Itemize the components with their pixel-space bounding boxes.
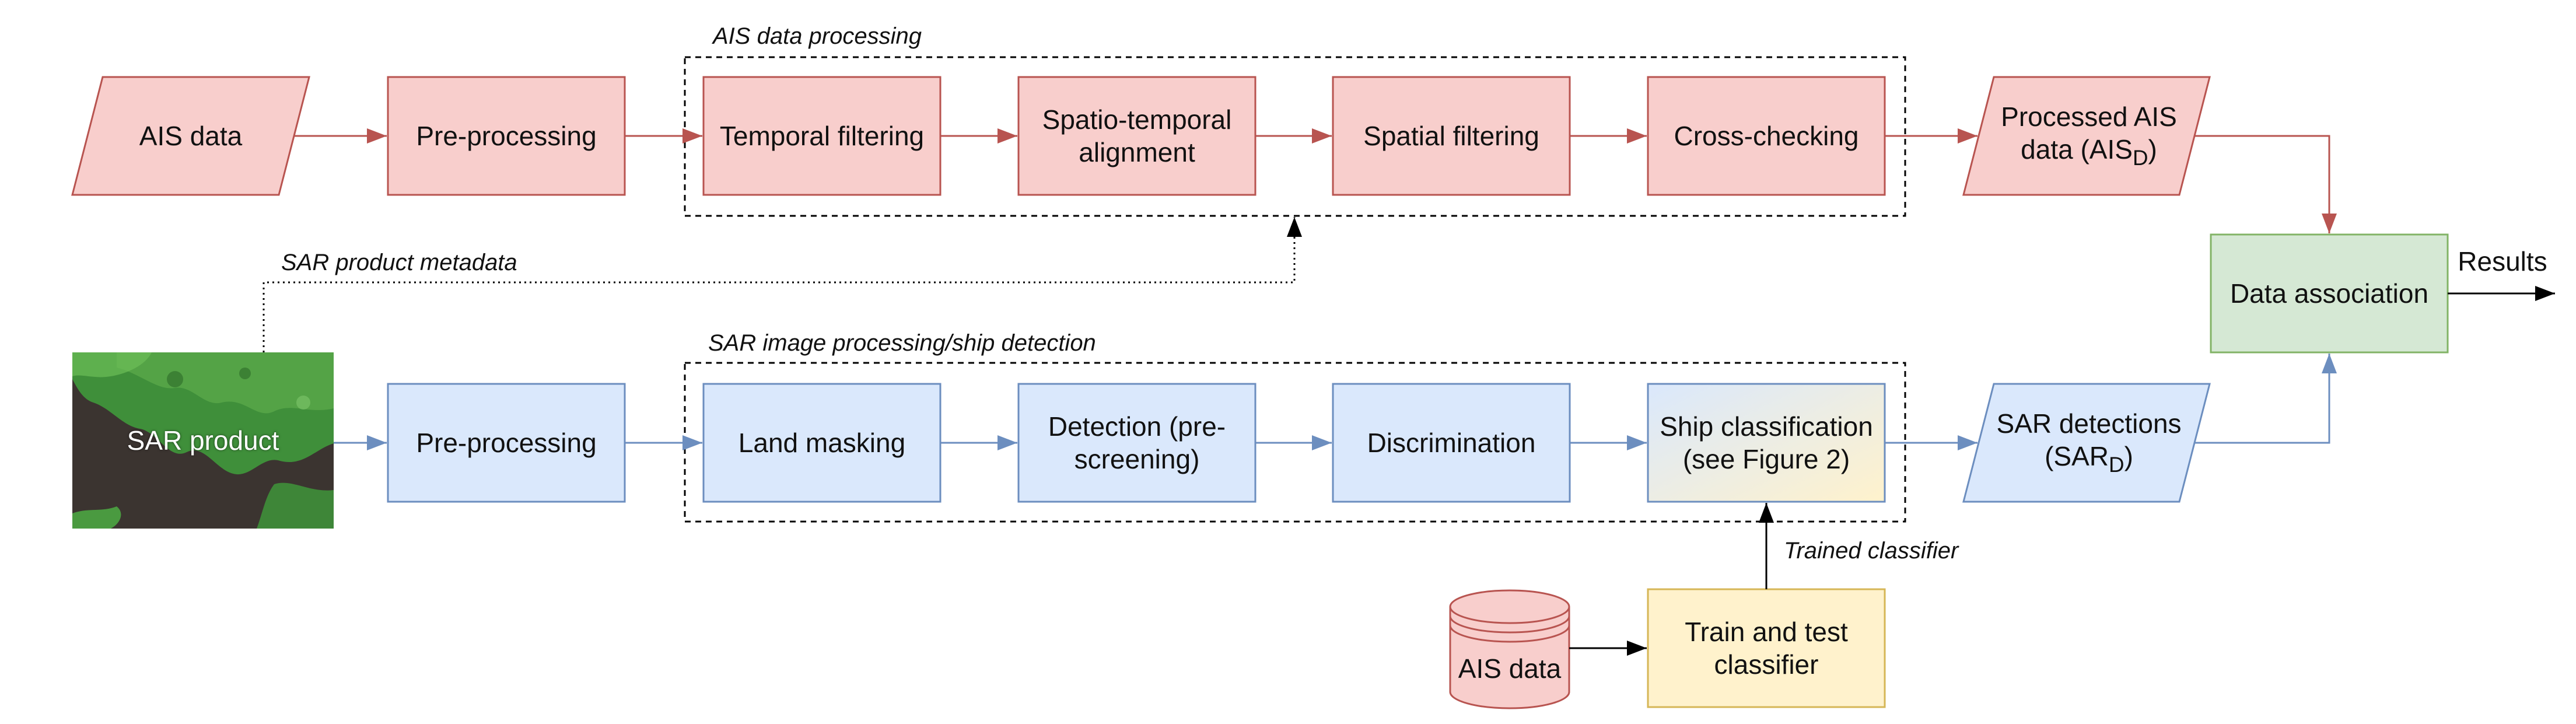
ais-database-label: AIS data (1458, 653, 1562, 684)
sar-detections-subscript: D (2109, 453, 2124, 477)
cross-checking: Cross-checking (1674, 120, 1859, 151)
sar-detections-end: ) (2124, 441, 2133, 472)
discrimination-shape (1332, 383, 1571, 503)
processed-ais-data: Processed AIS data (AISD) (1983, 77, 2194, 195)
ais-processing-group-label: AIS data processing (713, 23, 922, 49)
temporal-filtering: Temporal filtering (719, 120, 925, 151)
ship-classification-shape (1647, 383, 1886, 503)
processed-ais-subscript: D (2132, 146, 2148, 170)
detection-prescreening: Detection (pre-screening) (1048, 411, 1226, 474)
ais-flow-arrows (294, 128, 2337, 233)
data-association: Data association (2230, 278, 2429, 309)
land-masking-shape (702, 383, 942, 503)
sar-detections-main: SAR detections (SAR (1996, 408, 2182, 472)
sar-preprocessing: Pre-processing (416, 427, 597, 458)
processed-ais-main: Processed AIS data (AIS (2001, 101, 2177, 165)
sar-flow-arrows (334, 354, 2337, 450)
sar-product-image (72, 352, 334, 529)
ais-data-input-shape (71, 76, 310, 196)
ais-database-icon (1449, 589, 1570, 709)
sar-detections: SAR detections (SARD) (1983, 384, 2194, 502)
spatial-filtering-shape (1332, 76, 1571, 196)
results-label: Results (2458, 246, 2547, 277)
sar-detections-shape (1962, 383, 2211, 503)
spatiotemporal-alignment-shape (1017, 76, 1256, 196)
processed-ais-shape (1962, 76, 2211, 196)
sar-processing-group-label: SAR image processing/ship detection (708, 330, 1096, 356)
data-association-shape (2210, 233, 2449, 354)
spatiotemporal-alignment: Spatio-temporal alignment (1042, 104, 1232, 167)
detection-shape (1017, 383, 1256, 503)
sar-preprocessing-shape (387, 383, 626, 503)
train-classifier-shape (1647, 588, 1886, 708)
ais-preprocessing: Pre-processing (416, 120, 597, 151)
ship-classification: Ship classification (see Figure 2) (1660, 411, 1873, 474)
processed-ais-end: ) (2148, 134, 2157, 165)
ais-data-input: AIS data (139, 120, 243, 151)
ais-preprocessing-shape (387, 76, 626, 196)
black-arrows (1569, 286, 2555, 656)
sar-product-label: SAR product (127, 425, 279, 456)
cross-checking-shape (1647, 76, 1886, 196)
sar-metadata-label: SAR product metadata (281, 250, 517, 275)
train-test-classifier: Train and test classifier (1685, 616, 1848, 680)
land-masking: Land masking (738, 427, 906, 458)
trained-classifier-label: Trained classifier (1784, 538, 1959, 564)
spatial-filtering: Spatial filtering (1363, 120, 1539, 151)
discrimination: Discrimination (1367, 427, 1536, 458)
